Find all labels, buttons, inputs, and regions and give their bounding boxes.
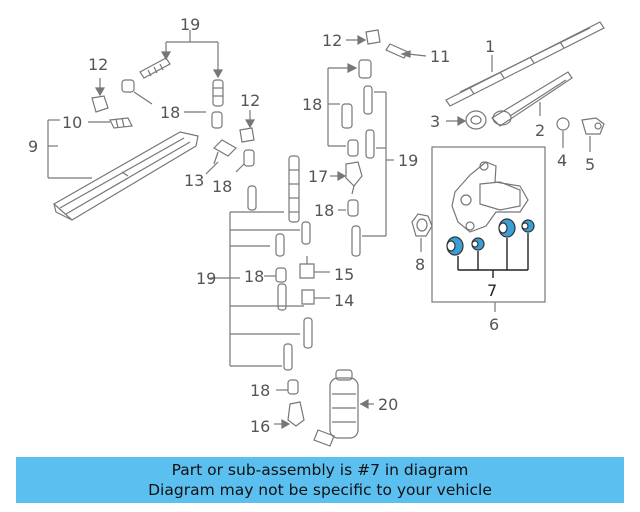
nut [446,110,487,130]
callout-13: 13 [184,171,204,190]
callout-9: 9 [28,137,38,156]
callout-19-top: 19 [180,15,200,34]
callout-8: 8 [415,255,425,274]
fitting-d [275,267,299,395]
callout-18-f: 18 [250,381,270,400]
callout-20: 20 [378,395,398,414]
t-connector [213,139,237,165]
wiper-blade [445,21,605,107]
hose-right [351,85,375,257]
callout-18-d: 18 [314,201,334,220]
callout-14: 14 [334,291,354,310]
cap [581,117,605,152]
washer-pump [313,369,359,447]
bushing-set [446,218,535,278]
fitting-15 [299,256,315,279]
callout-19-left: 19 [196,269,216,288]
nozzle-top [385,43,409,59]
callout-3: 3 [430,112,440,131]
callout-11: 11 [430,47,450,66]
hose-top-left [139,57,171,79]
callout-15: 15 [334,265,354,284]
callout-19-right: 19 [398,151,418,170]
callout-labels: 1 2 3 4 5 6 7 8 9 10 11 12 12 12 13 14 1… [28,15,595,436]
fitting-a [121,79,153,105]
callout-18-c: 18 [302,95,322,114]
fitting-e [341,59,372,217]
callout-1: 1 [485,37,495,56]
wiper-motor [451,161,529,233]
hose-vertical-long [288,155,300,223]
callout-18-e: 18 [244,267,264,286]
callout-12-mid: 12 [240,91,260,110]
callout-16: 16 [250,417,270,436]
spoiler-panel [52,131,199,221]
fitting-17 [345,161,363,195]
callout-17: 17 [308,167,328,186]
grommet [411,213,433,252]
callout-12-top: 12 [322,31,342,50]
washer [556,117,570,148]
fitting-c [243,149,255,167]
fitting-b [211,111,223,129]
callout-5: 5 [585,155,595,174]
hose-segment-a [247,185,313,371]
callout-7: 7 [487,281,497,300]
fitting-14 [301,289,315,305]
callout-18-b: 18 [212,177,232,196]
banner-line-1: Part or sub-assembly is #7 in diagram [171,461,469,479]
hose-top-right [212,79,224,107]
wiper-arm [491,71,573,127]
connector-mid [239,110,256,143]
callout-18-a: 18 [160,103,180,122]
callout-6: 6 [489,315,499,334]
callout-10: 10 [62,113,82,132]
spray-nozzle [109,117,133,129]
callout-4: 4 [557,151,567,170]
callout-2: 2 [535,121,545,140]
banner-line-2: Diagram may not be specific to your vehi… [148,481,492,499]
connector-top [365,29,381,45]
elbow-fitting [287,401,305,427]
callout-12-left: 12 [88,55,108,74]
connector-left [91,78,109,113]
info-banner: Part or sub-assembly is #7 in diagram Di… [16,457,624,503]
